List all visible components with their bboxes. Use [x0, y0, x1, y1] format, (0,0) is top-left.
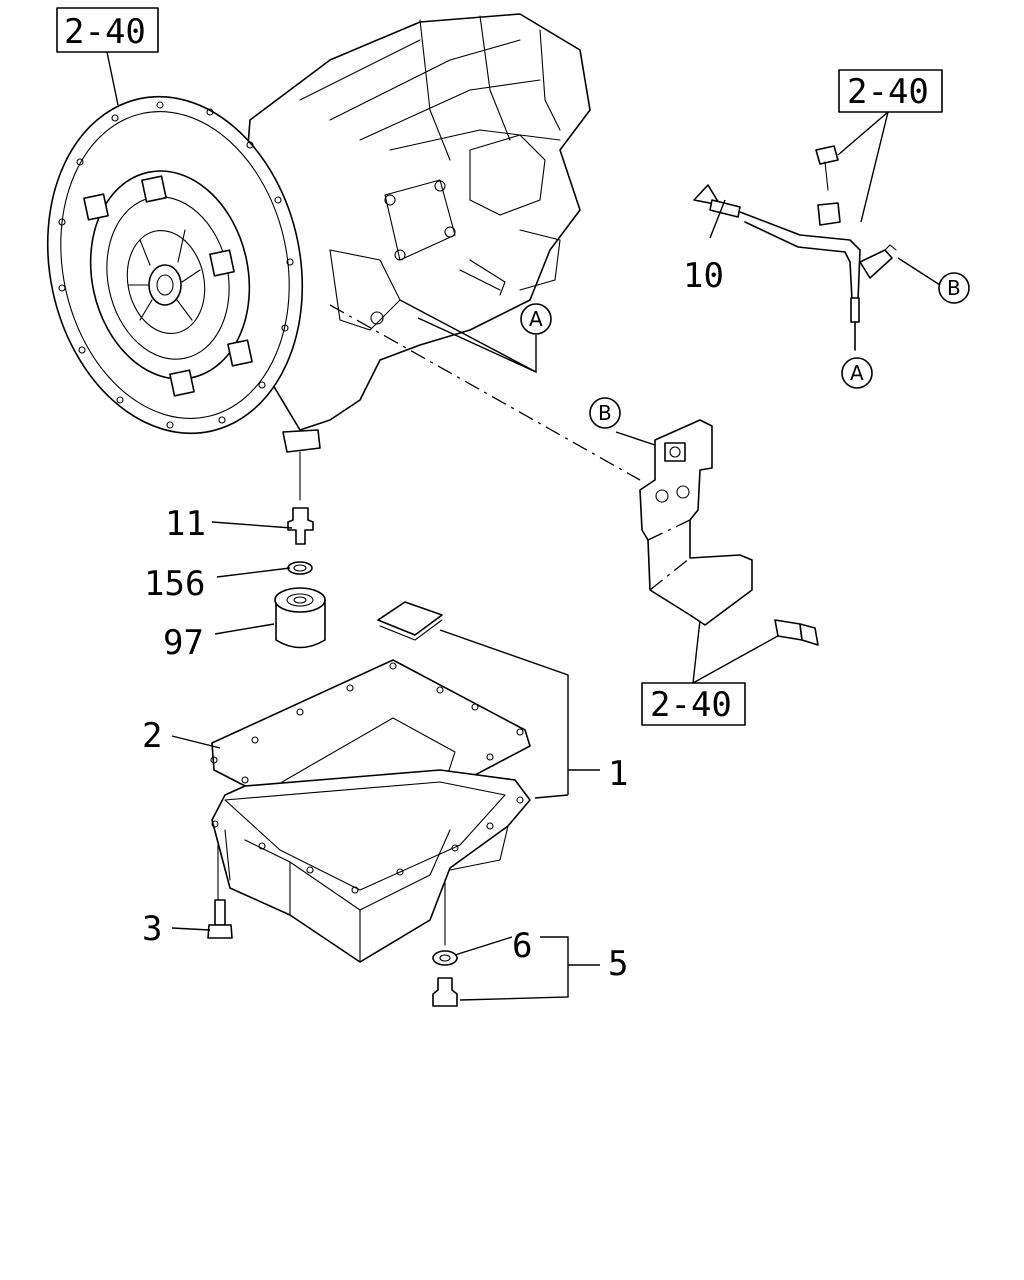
callout-156: 156 — [144, 564, 205, 604]
ref-box-bracket: 2-40 — [641, 619, 786, 726]
callout-1: 1 — [608, 754, 628, 794]
callout-6: 6 — [512, 926, 532, 966]
callout-10: 10 — [683, 256, 724, 296]
marker-b-right: B — [938, 272, 970, 304]
dipstick-assembly — [693, 145, 941, 351]
flange-bolt-holes — [58, 101, 294, 429]
callout-leaders — [171, 199, 726, 1001]
callout-11: 11 — [165, 504, 206, 544]
pan-bolt-holes — [211, 796, 524, 894]
marker-a-top-label: A — [529, 307, 543, 331]
ref-box-top-right: 2-40 — [837, 69, 943, 223]
ref-label-top-left: 2-40 — [64, 12, 146, 52]
callout-3: 3 — [142, 909, 162, 949]
callout-2: 2 — [142, 716, 162, 756]
marker-b-bracket-label: B — [598, 401, 612, 425]
strainer-pad — [377, 601, 569, 795]
filler-tube-bracket — [615, 419, 819, 646]
transmission-assembly — [46, 13, 591, 501]
marker-a-top: A — [520, 303, 552, 335]
filter-stack — [274, 507, 326, 649]
ref-box-top-left: 2-40 — [56, 7, 159, 106]
callout-97: 97 — [163, 623, 204, 663]
alignment-line — [329, 304, 641, 481]
pan-bolt — [207, 844, 233, 939]
marker-a-bottom: A — [841, 357, 873, 389]
marker-b-right-label: B — [947, 276, 961, 300]
ref-label-top-right: 2-40 — [847, 72, 929, 112]
marker-b-bracket: B — [589, 397, 621, 429]
drain-plug — [432, 879, 458, 1007]
ref-label-bracket: 2-40 — [650, 685, 732, 725]
callout-5: 5 — [608, 944, 628, 984]
marker-a-bottom-label: A — [850, 361, 864, 385]
oil-pan — [211, 769, 531, 963]
